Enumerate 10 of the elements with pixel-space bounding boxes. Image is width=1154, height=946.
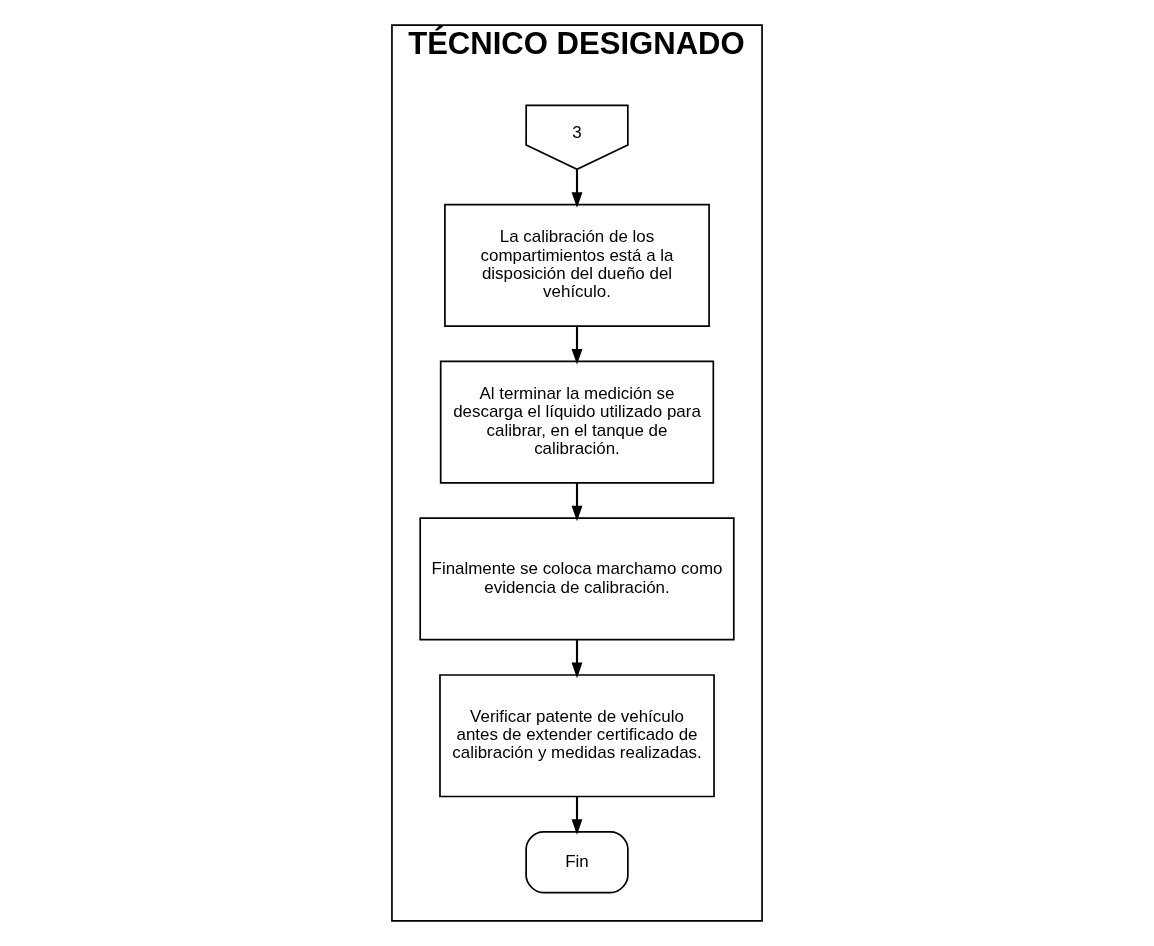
node-box: Finalmente se coloca marchamo como evidencia de calibración.: [419, 517, 735, 641]
arrow: [571, 639, 583, 679]
node-box: Al terminar la medición se descarga el líquido utilizado para calibrar, en el tanque de calibración.: [439, 360, 715, 484]
node-box: Verificar patente de vehículo antes de extender certificado de calibración y medidas realizadas.: [439, 674, 715, 798]
arrow: [571, 326, 583, 365]
node-box: La calibración de los compartimientos está a la disposición del dueño del vehículo.: [444, 203, 710, 327]
arrow: [571, 483, 583, 522]
arrow: [571, 169, 583, 208]
arrow: [571, 796, 583, 835]
node-box: Fin: [525, 830, 629, 894]
